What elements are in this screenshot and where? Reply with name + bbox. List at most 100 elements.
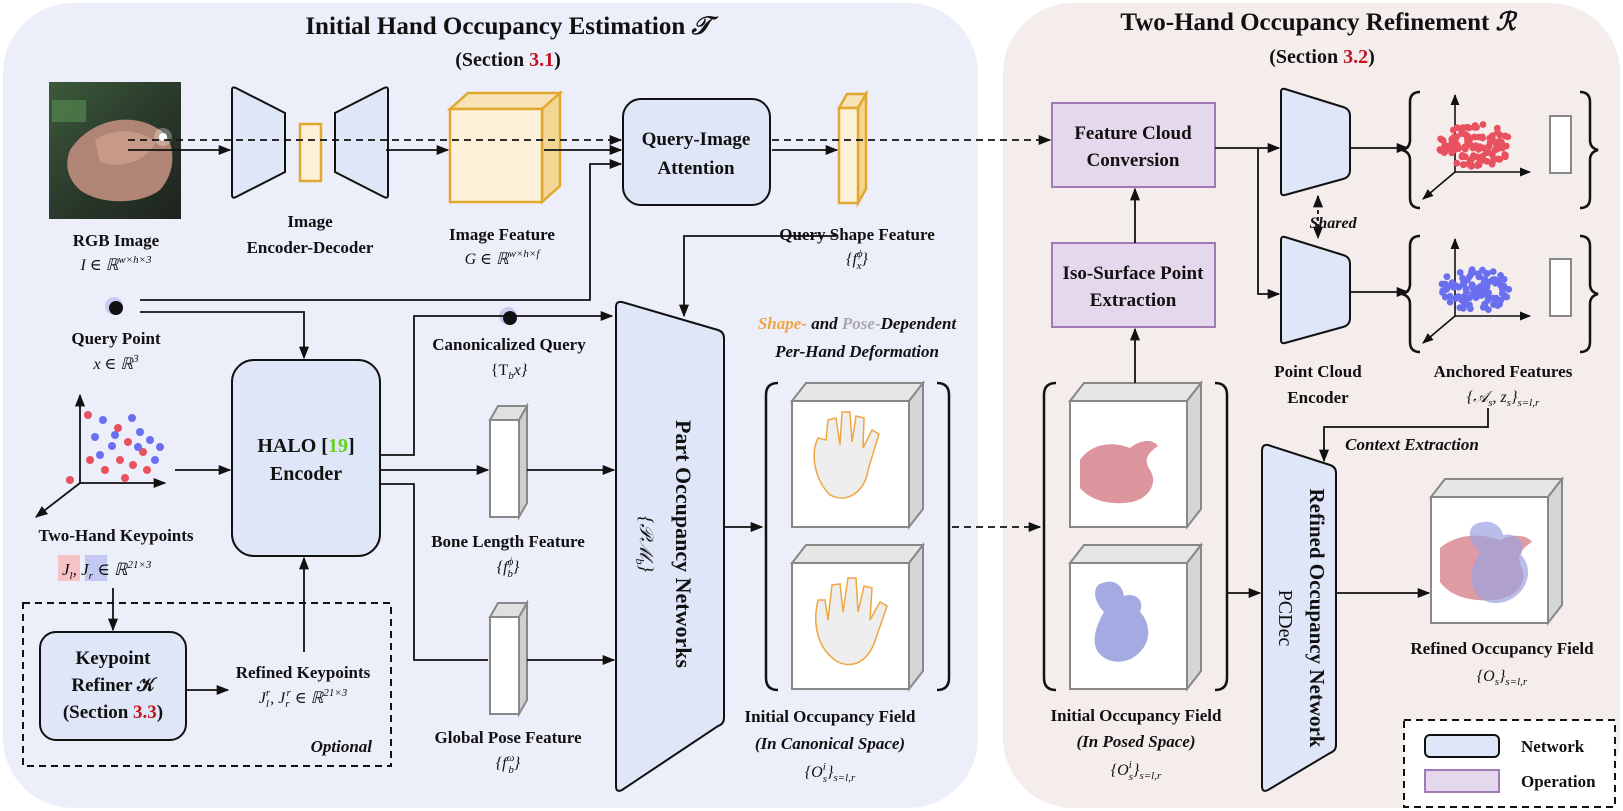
iso-surface-label-2: Extraction	[1090, 290, 1177, 311]
optional-label: Optional	[311, 737, 373, 756]
anchored-bracket-right	[1579, 90, 1599, 210]
point-cloud-encoder-label-1: Point Cloud	[1274, 362, 1362, 381]
shape-pose-dependent-label: Shape- and Pose-Dependent	[758, 314, 958, 333]
cloud-point	[1483, 157, 1491, 165]
cloud-point	[1458, 130, 1466, 138]
image-feature-cube	[446, 90, 564, 205]
red-point-cloud-axes	[1422, 93, 1532, 200]
query-image-attention-label-1: Query-Image	[642, 129, 751, 150]
halo-encoder-label-1: HALO [19]	[257, 435, 354, 457]
left-panel-section: (Section 3.1)	[455, 49, 561, 71]
canonical-hand-shape-2	[815, 577, 888, 666]
cloud-point	[1489, 268, 1497, 275]
query-shape-feature-bar	[836, 89, 869, 208]
cloud-point	[1446, 298, 1454, 306]
cloud-point	[1442, 147, 1449, 155]
initial-occ-posed-label-2: (In Posed Space)	[1077, 732, 1196, 751]
cloud-point	[1469, 154, 1476, 162]
query-image-attention-block	[622, 98, 771, 206]
anchored-features-math: {𝒜s, zs}s=l,r	[1467, 389, 1540, 409]
refined-occupancy-network-pcdec: PCDec	[1274, 590, 1296, 647]
cloud-point	[1443, 273, 1451, 281]
part-occupancy-label: Part Occupancy Networks	[671, 420, 696, 669]
blue-point-cloud	[1438, 266, 1513, 313]
cloud-point	[1485, 142, 1493, 150]
cloud-point	[1505, 286, 1513, 293]
canonical-cube-right-hand	[789, 542, 926, 692]
cloud-point	[1452, 295, 1460, 302]
image-decoder-network	[334, 86, 389, 199]
cloud-point	[1453, 133, 1460, 141]
canonical-cube-left-hand	[789, 380, 926, 530]
legend-box	[1403, 719, 1616, 808]
cloud-point	[1484, 292, 1492, 300]
cloud-point	[1478, 292, 1485, 299]
cloud-point	[1474, 160, 1482, 168]
posed-cube-left-hand	[1067, 380, 1204, 530]
cloud-point	[1471, 122, 1479, 129]
cloud-point	[1460, 280, 1468, 288]
legend-network-swatch	[1424, 734, 1500, 758]
canonicalized-query-label: Canonicalized Query	[432, 335, 586, 354]
context-extraction-label: Context Extraction	[1345, 435, 1479, 454]
bone-length-feature-bar	[488, 402, 529, 521]
cloud-point	[1447, 141, 1455, 149]
cloud-point	[1441, 141, 1449, 149]
keypoint-refiner-label-2: Refiner 𝒦	[71, 675, 158, 696]
cloud-point	[1501, 132, 1509, 140]
cloud-point	[1450, 283, 1457, 291]
image-bottleneck-feature	[298, 122, 323, 183]
cloud-point	[1501, 151, 1509, 159]
cloud-point	[1493, 144, 1501, 152]
two-hand-keypoints-label: Two-Hand Keypoints	[38, 526, 193, 545]
initial-occ-canonical-label-1: Initial Occupancy Field	[745, 707, 917, 726]
cloud-point	[1485, 306, 1492, 313]
legend-operation-label: Operation	[1521, 772, 1596, 791]
cloud-point	[1489, 132, 1496, 140]
cloud-point	[1451, 146, 1458, 154]
cloud-point	[1498, 290, 1506, 297]
connection-arrows	[107, 134, 1489, 696]
blue-point-cloud-axes	[1422, 237, 1532, 344]
query-shape-feature-label: Query Shape Feature	[779, 225, 935, 244]
iso-surface-label-1: Iso-Surface Point	[1063, 263, 1205, 284]
refined-occupancy-network-label: Refined Occupancy Network	[1305, 489, 1329, 748]
query-image-attention-label-2: Attention	[657, 158, 734, 179]
canonical-hand-shape-1	[813, 411, 880, 499]
cloud-point	[1485, 278, 1493, 286]
keypoint-refiner-label-3: (Section 3.3)	[63, 702, 163, 723]
two-hand-keypoints-plot	[35, 393, 167, 518]
feature-cloud-conversion-block	[1051, 102, 1216, 188]
cloud-point	[1465, 133, 1472, 141]
anchored-features-label: Anchored Features	[1434, 362, 1573, 381]
cloud-point	[1468, 282, 1476, 290]
cloud-point	[1483, 270, 1490, 278]
cloud-point	[1436, 146, 1444, 153]
rgb-image-label: RGB Image	[73, 231, 160, 250]
refined-occ-field-math: {Os}s=l,r	[1477, 668, 1528, 688]
posed-field-bracket-left	[1042, 381, 1057, 692]
cloud-point	[1455, 283, 1463, 291]
image-encdec-label-1: Image	[287, 212, 333, 231]
iso-surface-extraction-block	[1051, 242, 1216, 328]
right-panel-section: (Section 3.2)	[1269, 46, 1375, 68]
initial-occ-posed-label-1: Initial Occupancy Field	[1051, 706, 1223, 725]
cloud-point	[1456, 269, 1464, 276]
blue-latent-code	[1549, 258, 1572, 317]
optional-region	[22, 602, 392, 767]
keypoint-refiner-block	[39, 631, 187, 741]
canonicalized-query-math: {Tbx}	[491, 362, 528, 382]
cloud-point	[1496, 137, 1504, 145]
posed-cube-right-hand	[1067, 542, 1204, 692]
right-panel-title: Two-Hand Occupancy Refinement ℛ	[1120, 9, 1517, 36]
query-point-math: x ∈ ℝ3	[92, 353, 139, 373]
image-encdec-label-2: Encoder-Decoder	[247, 238, 374, 257]
cloud-point	[1462, 143, 1470, 151]
refined-keypoints-math: Jlr, Jrr ∈ ℝ21×3	[259, 687, 348, 710]
cloud-point	[1465, 124, 1473, 132]
bone-length-label: Bone Length Feature	[431, 532, 585, 551]
